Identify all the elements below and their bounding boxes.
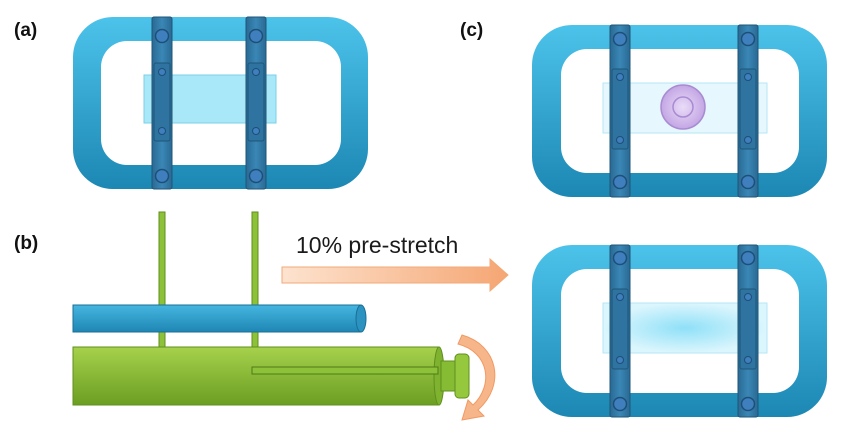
bolt-icon xyxy=(744,136,752,144)
bolt-icon xyxy=(158,68,166,76)
bolt-icon xyxy=(744,293,752,301)
clamp-plate-left-c-top xyxy=(611,68,629,150)
prestretch-label: 10% pre-stretch xyxy=(296,232,459,258)
prestretch-arrow xyxy=(281,257,509,293)
bolt-icon xyxy=(248,28,264,44)
green-cylinder xyxy=(72,346,440,406)
device-c-top xyxy=(532,24,827,198)
cell-nucleus-icon xyxy=(672,96,694,118)
blue-bar-end xyxy=(355,304,367,333)
bolt-icon xyxy=(744,356,752,364)
bolt-icon xyxy=(248,168,264,184)
clamp-plate-right-c-bottom xyxy=(739,288,757,370)
device-c-bottom xyxy=(532,244,827,418)
clamp-plate-right-a xyxy=(247,62,265,142)
bolt-icon xyxy=(616,356,624,364)
panel-label-c: (c) xyxy=(460,20,484,41)
device-a xyxy=(73,16,368,190)
knob xyxy=(454,353,470,399)
rotate-arrow-icon xyxy=(457,334,496,421)
bolt-icon xyxy=(252,68,260,76)
l-bar-horizontal xyxy=(251,366,439,375)
bolt-icon xyxy=(154,28,170,44)
bolt-icon xyxy=(616,73,624,81)
clamp-plate-right-c-top xyxy=(739,68,757,150)
bolt-icon xyxy=(158,127,166,135)
clamp-plate-left-a xyxy=(153,62,171,142)
bolt-icon xyxy=(740,250,756,266)
panel-label-b: (b) xyxy=(14,233,39,254)
bolt-icon xyxy=(252,127,260,135)
bolt-icon xyxy=(740,31,756,47)
bolt-icon xyxy=(616,293,624,301)
bolt-icon xyxy=(740,396,756,412)
bolt-icon xyxy=(612,250,628,266)
side-view-b xyxy=(72,211,496,421)
prestretch-arrow-icon xyxy=(281,257,509,293)
bolt-icon xyxy=(154,168,170,184)
bolt-icon xyxy=(744,73,752,81)
knob-neck xyxy=(440,360,456,392)
cell-icon xyxy=(660,84,706,130)
bolt-icon xyxy=(612,31,628,47)
bolt-icon xyxy=(612,396,628,412)
blue-bar xyxy=(72,304,362,333)
bolt-icon xyxy=(740,174,756,190)
panel-label-a: (a) xyxy=(14,20,38,41)
bolt-icon xyxy=(612,174,628,190)
rod-right xyxy=(251,211,259,371)
clamp-plate-left-c-bottom xyxy=(611,288,629,370)
bolt-icon xyxy=(616,136,624,144)
